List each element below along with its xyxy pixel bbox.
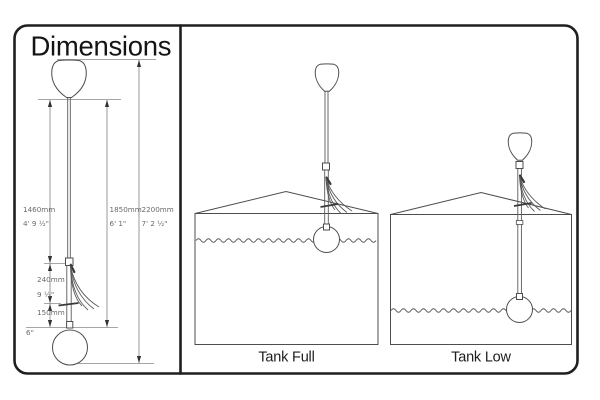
whisker-wiper-dash (513, 202, 532, 207)
tank-roof (194, 190, 379, 214)
tank-full-waterline (195, 238, 377, 243)
arrowhead-down (47, 296, 53, 303)
arrowhead-down (47, 256, 53, 263)
label-1850-metric: 1850mm (110, 205, 142, 214)
whiskers (58, 263, 100, 311)
whisker-attach-mark (325, 176, 332, 186)
outer-border (13, 24, 579, 375)
indicator-cone (51, 59, 87, 98)
arrowhead-down (104, 320, 110, 327)
cable-coupling (65, 257, 74, 266)
arrowhead-up (47, 100, 53, 107)
float-neck (323, 223, 330, 231)
label-1460-imperial: 4' 9 ½" (23, 219, 49, 228)
indicator-cone (507, 132, 533, 161)
float-neck (516, 293, 523, 300)
indicator-cone (314, 63, 340, 92)
label-1460-metric: 1460mm (23, 205, 55, 214)
float-ball (506, 296, 533, 323)
tank-body (194, 213, 379, 345)
whisker-strand (70, 265, 83, 307)
label-2200-imperial: 7' 2 ½" (142, 219, 168, 228)
label-2200-metric: 2200mm (142, 205, 174, 214)
arrowhead-up (136, 60, 142, 67)
tank-low-label: Tank Low (451, 350, 511, 366)
whisker-strand (325, 177, 353, 212)
arrowhead-down (136, 356, 142, 363)
tank-full-label: Tank Full (258, 350, 314, 366)
dimension-labels: 1460mm 4' 9 ½" 1850mm 6' 1" 2200mm 7' 2 … (23, 205, 174, 337)
gauge-drawing (51, 59, 100, 366)
page-title: Dimensions (31, 31, 172, 62)
whisker-strand (519, 175, 529, 209)
arrowhead-down (47, 320, 53, 327)
cable-coupling (322, 162, 330, 171)
cable-coupling (515, 161, 524, 169)
dimension-arrowheads (47, 60, 142, 363)
whisker-strand (519, 175, 546, 210)
tank-roof (390, 191, 572, 215)
arrowhead-up (47, 264, 53, 271)
whisker-strand (325, 177, 336, 211)
whiskers (320, 176, 353, 214)
arrowhead-up (104, 100, 110, 107)
whiskers (513, 174, 546, 212)
rod-joint (515, 220, 524, 225)
label-150-metric: 150mm (37, 308, 65, 317)
whisker-wiper-dash (320, 203, 339, 208)
float-ball (52, 329, 88, 366)
label-1850-imperial: 6' 1" (110, 219, 127, 228)
tank-low-panel: Tank Low (390, 132, 572, 366)
label-240-imperial: 9 ½" (37, 290, 54, 299)
tank-body (390, 214, 572, 345)
label-240-metric: 240mm (37, 275, 65, 284)
label-150-imperial: 6" (26, 328, 34, 337)
dimensions-panel: Dimensions (23, 31, 174, 366)
tank-full-panel: Tank Full (194, 63, 379, 366)
whisker-attach-mark (518, 174, 526, 184)
float-neck (66, 321, 74, 329)
arrowhead-up (47, 304, 53, 311)
whisker-wiper-dash (58, 302, 79, 307)
tank-low-waterline (390, 308, 572, 313)
whisker-attach-mark (69, 263, 76, 274)
